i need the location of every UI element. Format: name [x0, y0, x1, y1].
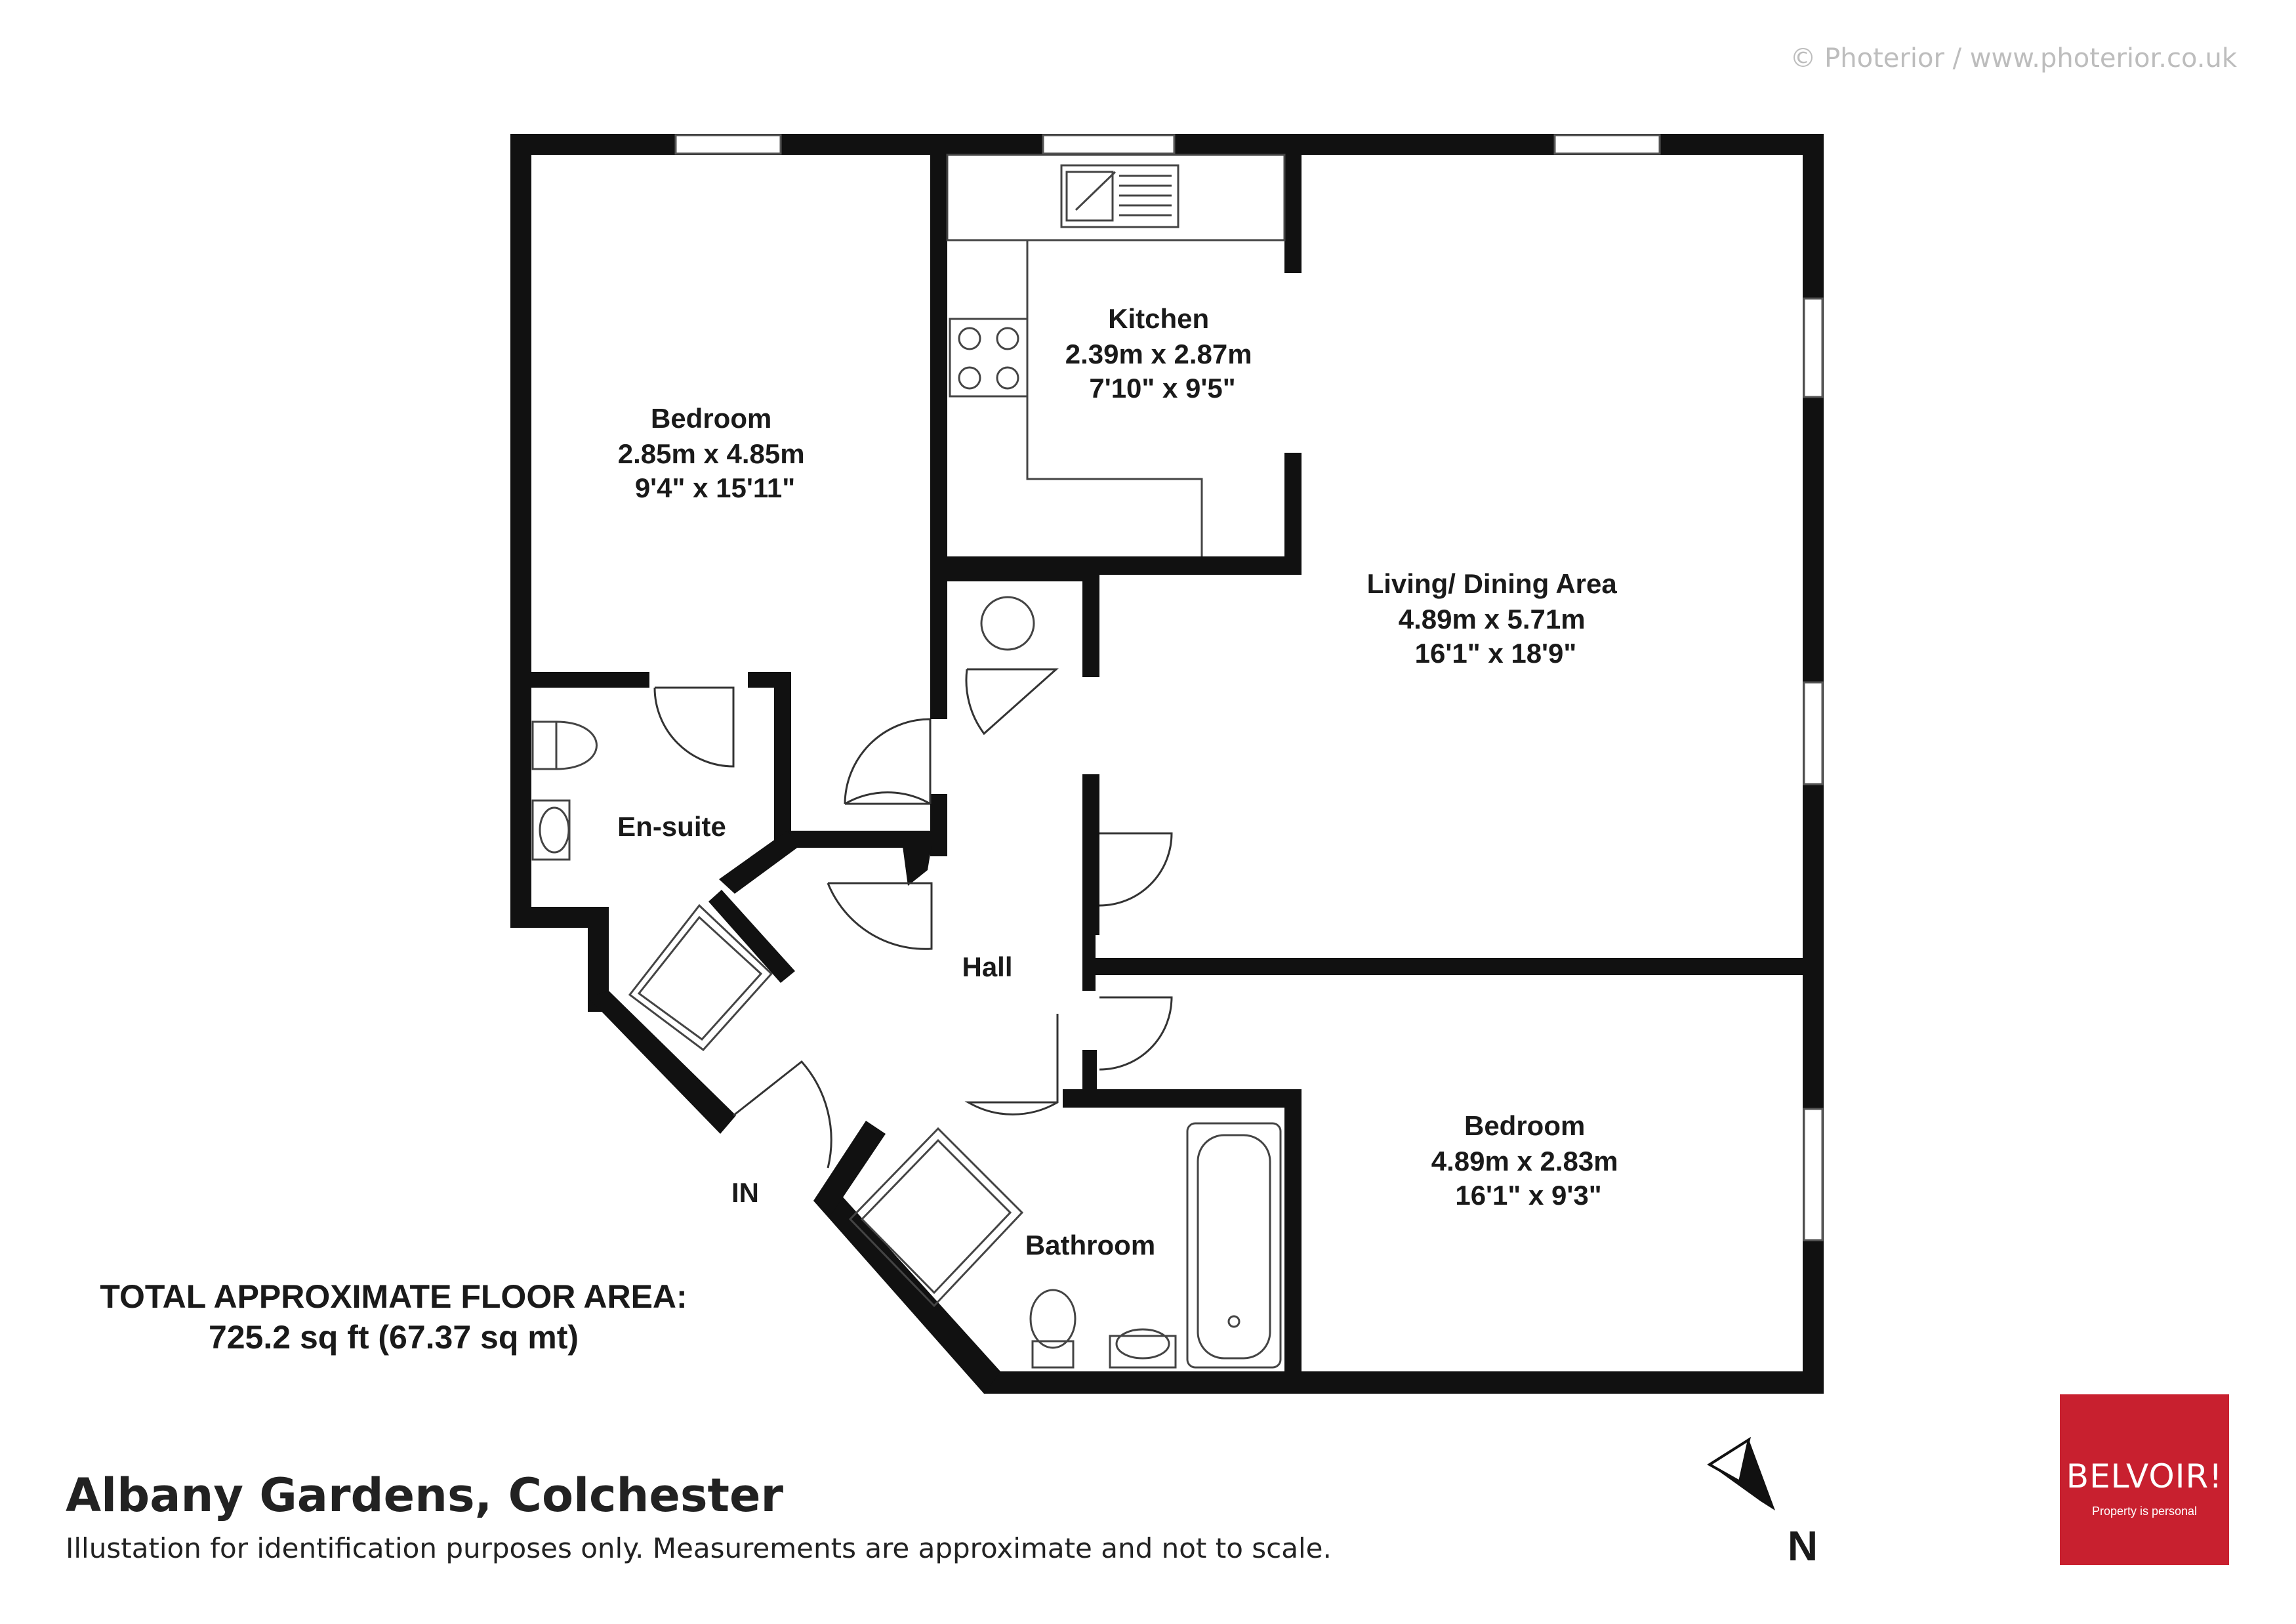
- bedroom2-metric: 4.89m x 2.83m: [1431, 1146, 1618, 1176]
- disclaimer-text: Illustation for identification purposes …: [66, 1532, 1332, 1564]
- doors: [653, 668, 1173, 1169]
- kitchen-fixtures: [946, 154, 1286, 651]
- ensuite-fixtures: [531, 720, 773, 1052]
- windows: [674, 134, 1824, 1241]
- bathroom-fixtures: [848, 1122, 1282, 1369]
- kitchen-imperial: 7'10" x 9'5": [1089, 373, 1235, 404]
- entrance-label: IN: [731, 1177, 759, 1208]
- interior-walls: [531, 155, 1824, 1385]
- logo-tagline: Property is personal: [2091, 1505, 2198, 1518]
- total-area: TOTAL APPROXIMATE FLOOR AREA: 725.2 sq f…: [79, 1276, 708, 1358]
- property-address: Albany Gardens, Colchester: [66, 1468, 783, 1522]
- living-label: Living/ Dining Area 4.89m x 5.71m 16'1" …: [1367, 568, 1625, 669]
- bedroom1-metric: 2.85m x 4.85m: [618, 438, 805, 469]
- bedroom1-name: Bedroom: [651, 403, 771, 434]
- total-area-heading: TOTAL APPROXIMATE FLOOR AREA:: [100, 1278, 687, 1315]
- living-imperial: 16'1" x 18'9": [1415, 638, 1577, 669]
- kitchen-metric: 2.39m x 2.87m: [1065, 339, 1252, 369]
- living-metric: 4.89m x 5.71m: [1399, 604, 1586, 635]
- bedroom2-name: Bedroom: [1464, 1110, 1585, 1141]
- bedroom1-label: Bedroom 2.85m x 4.85m 9'4" x 15'11": [618, 403, 813, 503]
- kitchen-name: Kitchen: [1108, 303, 1209, 334]
- compass-label: N: [1788, 1522, 1818, 1570]
- copyright-notice: © Photerior / www.photerior.co.uk: [1790, 43, 2237, 73]
- logo-brand: BELVOIR!: [2066, 1457, 2223, 1495]
- bedroom2-imperial: 16'1" x 9'3": [1455, 1180, 1601, 1211]
- living-name: Living/ Dining Area: [1367, 568, 1618, 599]
- north-arrow-icon: [1707, 1436, 1775, 1510]
- kitchen-label: Kitchen 2.39m x 2.87m 7'10" x 9'5": [1065, 303, 1260, 404]
- belvoir-logo: BELVOIR! Property is personal: [2060, 1394, 2229, 1565]
- ensuite-label: En-suite: [617, 811, 726, 842]
- bedroom2-label: Bedroom 4.89m x 2.83m 16'1" x 9'3": [1431, 1110, 1626, 1211]
- bedroom1-imperial: 9'4" x 15'11": [635, 472, 795, 503]
- total-area-value: 725.2 sq ft (67.37 sq mt): [208, 1319, 579, 1356]
- hall-label: Hall: [962, 951, 1012, 982]
- bathroom-label: Bathroom: [1025, 1230, 1155, 1260]
